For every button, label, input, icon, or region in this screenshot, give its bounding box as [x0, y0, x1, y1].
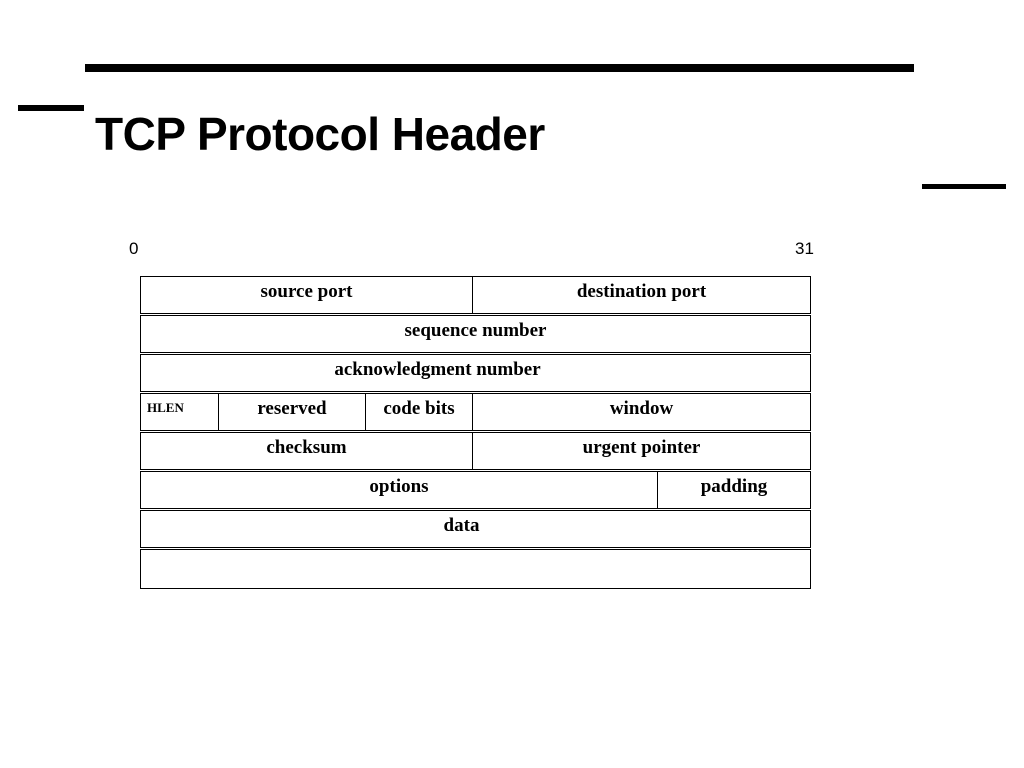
field-window: window: [472, 394, 810, 430]
field-data-continued: [141, 550, 810, 588]
bit-label-start: 0: [129, 239, 139, 258]
field-sequence-number: sequence number: [404, 320, 547, 341]
page-title: TCP Protocol Header: [95, 108, 545, 160]
field-destination-port: destination port: [472, 277, 810, 313]
left-accent-rule: [18, 105, 84, 111]
field-acknowledgment-number: acknowledgment number: [334, 359, 541, 380]
field-options: options: [369, 476, 429, 497]
field-code-bits: code bits: [365, 394, 472, 430]
header-row-data: data: [140, 510, 811, 548]
field-checksum: checksum: [266, 437, 347, 458]
field-padding: padding: [657, 472, 810, 508]
header-row-checksum: checksum urgent pointer: [140, 432, 811, 470]
field-reserved: reserved: [218, 394, 365, 430]
header-row-ports: source port destination port: [140, 276, 811, 314]
header-row-sequence: sequence number: [140, 315, 811, 353]
bit-label-end: 31: [795, 239, 814, 258]
field-hlen: HLEN: [147, 400, 184, 415]
header-row-acknowledgment: acknowledgment number: [140, 354, 811, 392]
header-row-flags: HLEN reserved code bits window: [140, 393, 811, 431]
field-source-port: source port: [260, 281, 353, 302]
top-rule: [85, 64, 914, 72]
right-accent-rule: [922, 184, 1006, 189]
header-row-options: options padding: [140, 471, 811, 509]
field-data: data: [443, 515, 480, 536]
header-row-data-continued: [140, 549, 811, 589]
field-urgent-pointer: urgent pointer: [472, 433, 810, 469]
